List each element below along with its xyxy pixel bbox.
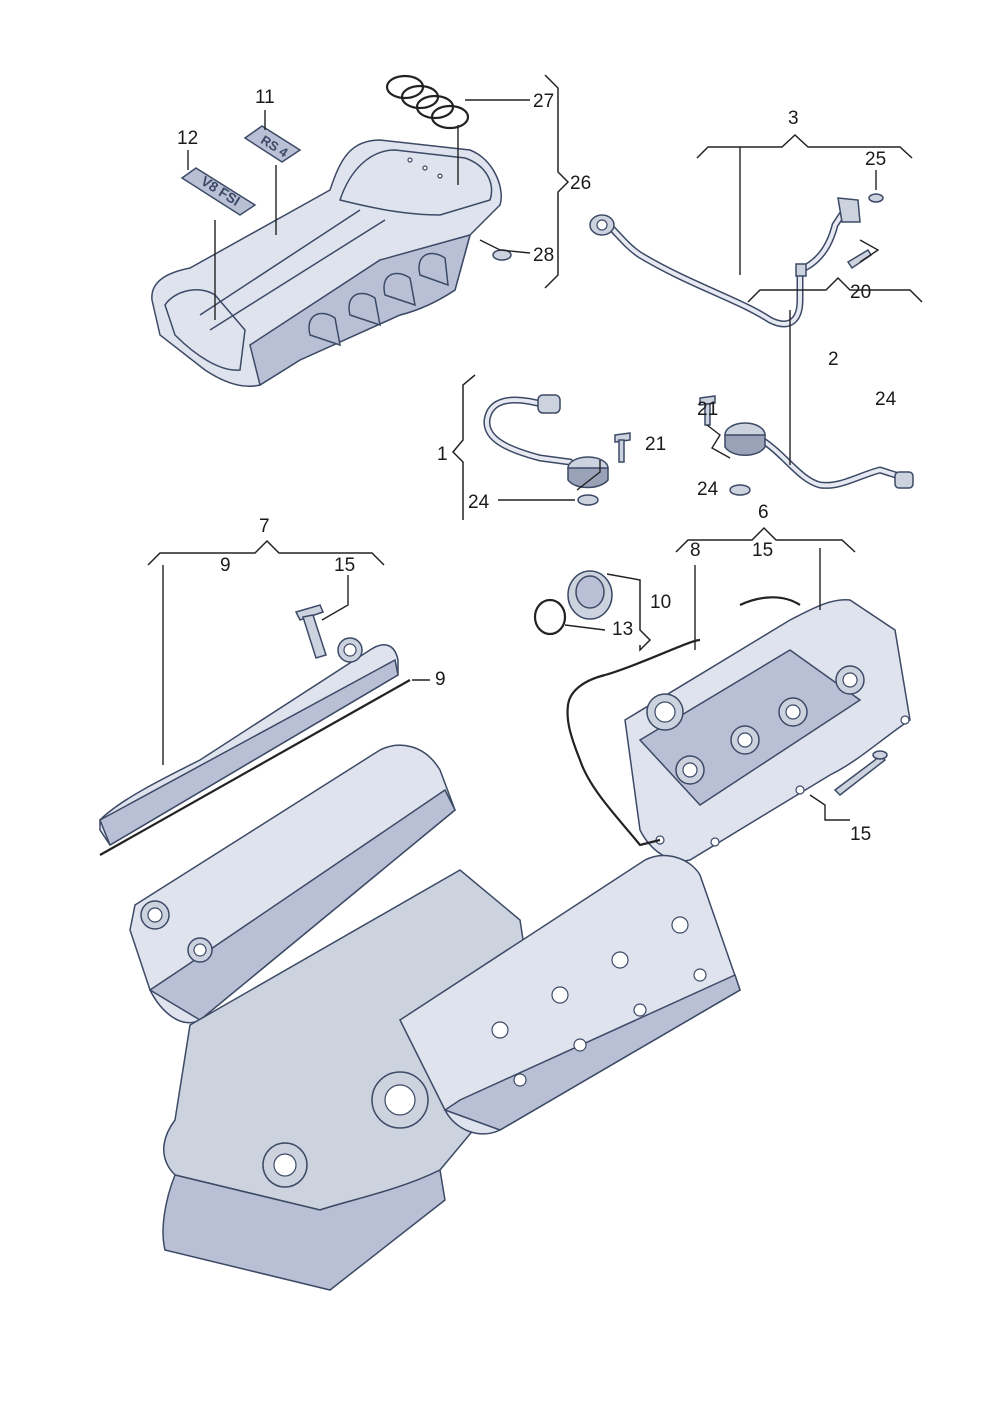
callout-28: 28 (533, 245, 554, 266)
callout-9a: 9 (220, 555, 231, 576)
callout-7: 7 (259, 516, 270, 537)
callout-26: 26 (570, 173, 591, 194)
breather-pipe-3 (589, 193, 884, 328)
pcv-valve-2 (699, 395, 914, 496)
engine-block (129, 744, 741, 1291)
breather-pipe-3-leaders (696, 133, 913, 275)
callout-8: 8 (690, 540, 701, 561)
callout-1: 1 (437, 444, 448, 465)
callout-9b: 9 (435, 669, 446, 690)
cylinder-head-cover-left (99, 604, 411, 856)
callout-10: 10 (650, 592, 671, 613)
audi-rings-emblem (385, 74, 470, 130)
cylinder-head-cover-right (624, 599, 911, 862)
callout-3: 3 (788, 108, 799, 129)
rs4-badge: RS 4 (243, 125, 302, 163)
callout-24b: 24 (697, 479, 719, 500)
left-cover-leaders (147, 539, 430, 765)
right-cover-leaders (564, 526, 856, 821)
bolt-15-right (833, 750, 888, 796)
callout-12: 12 (177, 128, 198, 149)
callout-27: 27 (533, 91, 554, 112)
callout-13: 13 (612, 619, 633, 640)
callout-15c: 15 (850, 824, 871, 845)
pcv-valve-1 (483, 394, 631, 506)
callout-labels: 11 12 27 26 28 3 25 20 2 24 21 24 1 21 2… (177, 87, 897, 845)
callout-15a: 15 (334, 555, 355, 576)
callout-25: 25 (865, 149, 886, 170)
callout-11: 11 (255, 87, 275, 108)
cover-leader-lines (187, 74, 570, 320)
callout-21b: 21 (697, 399, 718, 420)
pcv-valve-1-leaders (451, 374, 601, 520)
callout-24c: 24 (875, 389, 897, 410)
callout-20: 20 (850, 282, 871, 303)
callout-21a: 21 (645, 434, 666, 455)
pcv-valve-2-leaders (706, 276, 923, 465)
callout-15b: 15 (752, 540, 773, 561)
callout-6: 6 (758, 502, 769, 523)
oil-filler-cap (533, 570, 613, 636)
callout-2: 2 (828, 349, 839, 370)
callout-24a: 24 (468, 492, 490, 513)
engine-cover (151, 139, 502, 387)
v8-fsi-badge: V8 FSI (180, 167, 257, 216)
